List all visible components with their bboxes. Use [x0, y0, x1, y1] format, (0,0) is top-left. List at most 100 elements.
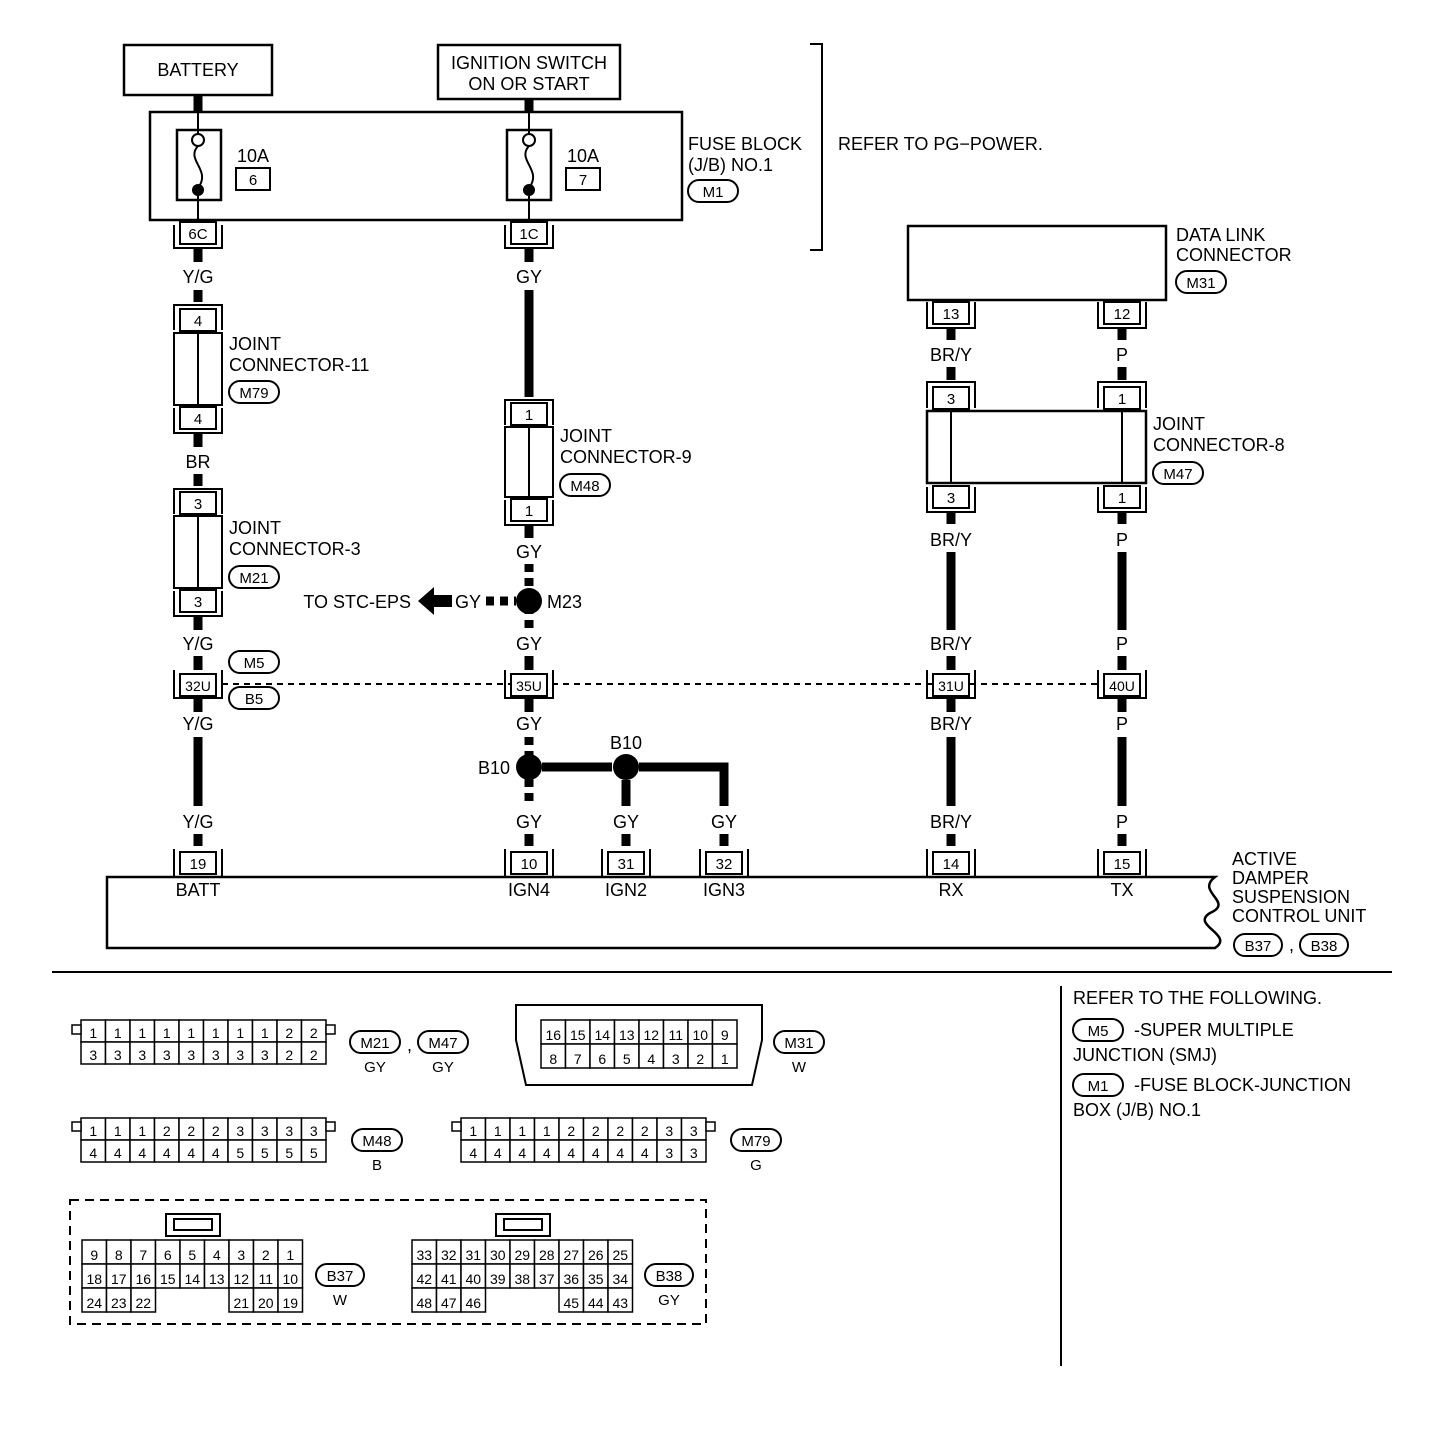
unit-pin-name: BATT: [176, 880, 221, 900]
cavity-1: 1: [89, 1025, 97, 1041]
cavity-5: 5: [236, 1145, 244, 1161]
unit-pin-number: 19: [190, 856, 207, 873]
cavity-3: 3: [89, 1047, 97, 1063]
fuse-left-no: 6: [249, 172, 257, 189]
unit-pin-number: 15: [1114, 856, 1131, 873]
cavity-30: 30: [490, 1247, 506, 1263]
wire-gy-3: GY: [516, 634, 542, 654]
to-stc-eps-label: TO STC-EPS: [303, 592, 411, 612]
cavity-4: 4: [641, 1145, 649, 1161]
cavity-3: 3: [237, 1247, 245, 1263]
fuse-right-amp: 10A: [567, 146, 599, 166]
cavity-1: 1: [138, 1025, 146, 1041]
cavity-2: 2: [187, 1123, 195, 1139]
conn-b37-code: B37: [327, 1268, 354, 1285]
cavity-15: 15: [160, 1271, 176, 1287]
control-unit-box: [105, 875, 1222, 950]
cavity-3: 3: [163, 1047, 171, 1063]
cavity-4: 4: [163, 1145, 171, 1161]
unit-code-comma: ,: [1289, 935, 1294, 955]
wire-gy-6: GY: [613, 812, 639, 832]
unit-pin-number: 14: [943, 856, 960, 873]
cavity-2: 2: [262, 1247, 270, 1263]
fuse-left-icon: [192, 184, 204, 196]
fuse-block-title-2: (J/B) NO.1: [688, 155, 773, 175]
unit-pin-name: IGN4: [508, 880, 550, 900]
conn-b38-code: B38: [656, 1268, 683, 1285]
conn-m48-code: M48: [362, 1133, 391, 1150]
unit-pin-name: RX: [938, 880, 963, 900]
cavity-13: 13: [209, 1271, 225, 1287]
cavity-14: 14: [184, 1271, 200, 1287]
cavity-3: 3: [261, 1047, 269, 1063]
jc9-code: M48: [570, 478, 599, 495]
refer-text-2a: -FUSE BLOCK-JUNCTION: [1134, 1075, 1351, 1095]
jc8-code: M47: [1163, 466, 1192, 483]
fuse-left-amp: 10A: [237, 146, 269, 166]
unit-pin-name: TX: [1110, 880, 1133, 900]
cavity-4: 4: [89, 1145, 97, 1161]
smj-code-m5: M5: [244, 655, 265, 672]
smj-term-40u: 40U: [1109, 678, 1135, 694]
wire-bry-2: BR/Y: [930, 530, 972, 550]
jc8-pin-r-bot: 1: [1118, 490, 1126, 507]
cavity-11: 11: [258, 1271, 273, 1287]
cavity-11: 11: [668, 1027, 683, 1043]
cavity-3: 3: [672, 1051, 680, 1067]
unit-title-4: CONTROL UNIT: [1232, 906, 1366, 926]
cavity-7: 7: [139, 1247, 147, 1263]
jc8-title-2: CONNECTOR-8: [1153, 435, 1285, 455]
cavity-38: 38: [514, 1271, 530, 1287]
conn-m21-comma: ,: [407, 1035, 412, 1055]
cavity-2: 2: [592, 1123, 600, 1139]
cavity-2: 2: [212, 1123, 220, 1139]
cavity-31: 31: [465, 1247, 481, 1263]
jc11-code: M79: [239, 385, 268, 402]
wire-yg-4: Y/G: [182, 812, 213, 832]
arrow-left-icon: [418, 587, 452, 615]
cavity-3: 3: [236, 1047, 244, 1063]
refer-text-1b: JUNCTION (SMJ): [1073, 1045, 1217, 1065]
cavity-32: 32: [441, 1247, 457, 1263]
data-link-connector: [906, 224, 1168, 302]
cavity-3: 3: [665, 1145, 673, 1161]
cavity-4: 4: [469, 1145, 477, 1161]
cavity-6: 6: [598, 1051, 606, 1067]
wire-gy-1: GY: [516, 267, 542, 287]
cavity-1: 1: [212, 1025, 220, 1041]
cavity-15: 15: [570, 1027, 586, 1043]
fuse-right-icon: [523, 184, 535, 196]
cavity-26: 26: [588, 1247, 604, 1263]
cavity-41: 41: [441, 1271, 457, 1287]
unit-title-2: DAMPER: [1232, 868, 1309, 888]
refer-code-2: M1: [1088, 1078, 1109, 1095]
cavity-39: 39: [490, 1271, 506, 1287]
cavity-12: 12: [643, 1027, 659, 1043]
cavity-8: 8: [115, 1247, 123, 1263]
conn-m79-code: M79: [741, 1133, 770, 1150]
cavity-46: 46: [465, 1295, 481, 1311]
cavity-48: 48: [416, 1295, 432, 1311]
jc3-pin-bot: 3: [194, 594, 202, 611]
cavity-4: 4: [114, 1145, 122, 1161]
unit-pin-number: 32: [716, 856, 733, 873]
cavity-1: 1: [114, 1123, 122, 1139]
cavity-22: 22: [135, 1295, 151, 1311]
refer-text-1a: -SUPER MULTIPLE: [1134, 1020, 1294, 1040]
cavity-28: 28: [539, 1247, 555, 1263]
cavity-1: 1: [286, 1247, 294, 1263]
splice-b10-a-label: B10: [478, 758, 510, 778]
dlc-title-1: DATA LINK: [1176, 225, 1265, 245]
cavity-21: 21: [233, 1295, 249, 1311]
unit-title-1: ACTIVE: [1232, 849, 1297, 869]
unit-pin-name: IGN3: [703, 880, 745, 900]
cavity-12: 12: [233, 1271, 249, 1287]
cavity-5: 5: [623, 1051, 631, 1067]
jc11-title-1: JOINT: [229, 334, 281, 354]
cavity-4: 4: [518, 1145, 526, 1161]
unit-pin-name: IGN2: [605, 880, 647, 900]
